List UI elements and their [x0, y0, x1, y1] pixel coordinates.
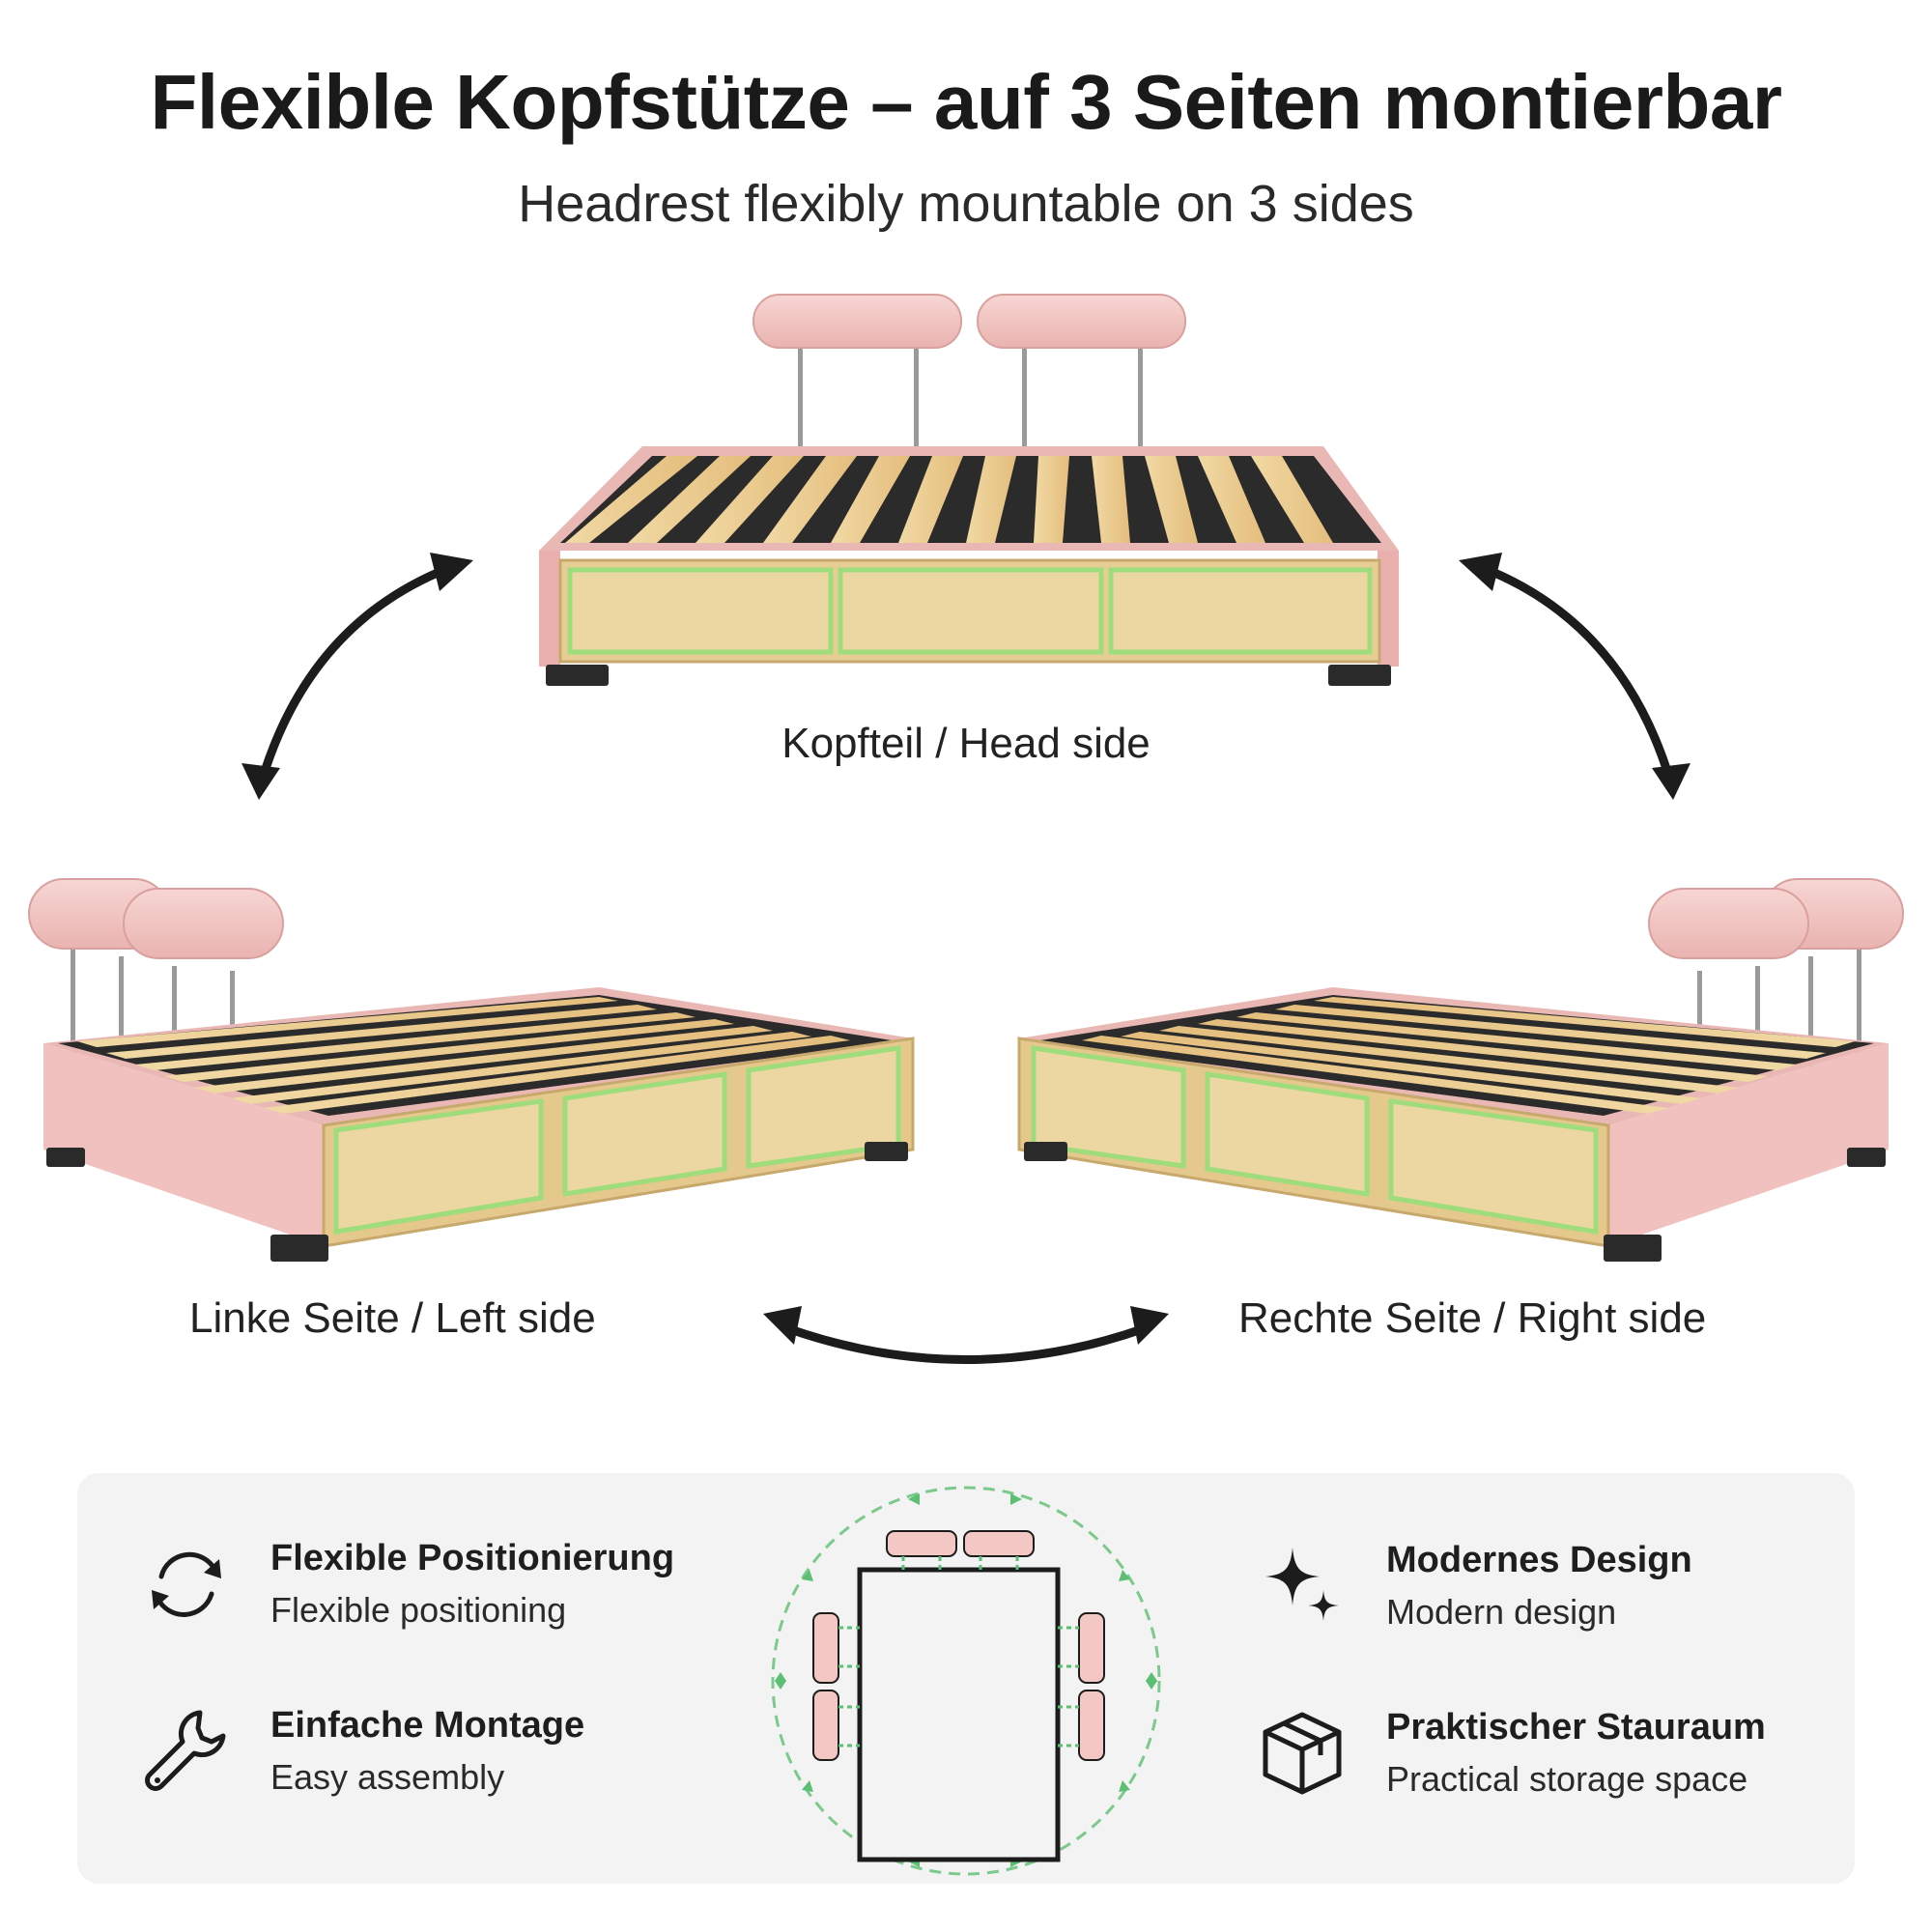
arrow-bottom-curve-icon — [763, 1306, 1169, 1364]
caption-head-side: Kopfteil / Head side — [781, 720, 1151, 767]
arrow-left-curve-icon — [242, 553, 473, 800]
arrow-right-curve-icon — [1459, 553, 1690, 800]
headrest-cushion — [977, 294, 1186, 349]
wrench-icon — [145, 1710, 226, 1791]
headrest-cushion — [753, 294, 962, 349]
feature-title: Flexible Positionierung — [270, 1538, 675, 1578]
sparkle-icon — [1265, 1548, 1339, 1621]
bed-head-side — [539, 294, 1399, 686]
feature-title: Modernes Design — [1386, 1540, 1692, 1580]
caption-left-side: Linke Seite / Left side — [189, 1294, 596, 1342]
feature-subtitle: Practical storage space — [1386, 1759, 1748, 1799]
box-icon — [1263, 1712, 1342, 1795]
headrest-cushion — [123, 888, 284, 959]
feature-title: Praktischer Stauraum — [1386, 1707, 1766, 1747]
page-title: Flexible Kopfstütze – auf 3 Seiten monti… — [150, 59, 1782, 145]
feature-subtitle: Easy assembly — [270, 1757, 505, 1797]
bed-illustrations — [28, 294, 1904, 1364]
bed-right-side — [1017, 878, 1904, 1262]
rotate-arrows-icon — [152, 1551, 221, 1617]
caption-right-side: Rechte Seite / Right side — [1238, 1294, 1707, 1342]
feature-subtitle: Modern design — [1386, 1592, 1617, 1632]
feature-subtitle: Flexible positioning — [270, 1590, 567, 1630]
headrest-position-diagram — [771, 1486, 1161, 1876]
page-subtitle: Headrest flexibly mountable on 3 sides — [518, 175, 1414, 233]
bed-left-side — [28, 878, 915, 1262]
feature-title: Einfache Montage — [270, 1705, 585, 1746]
